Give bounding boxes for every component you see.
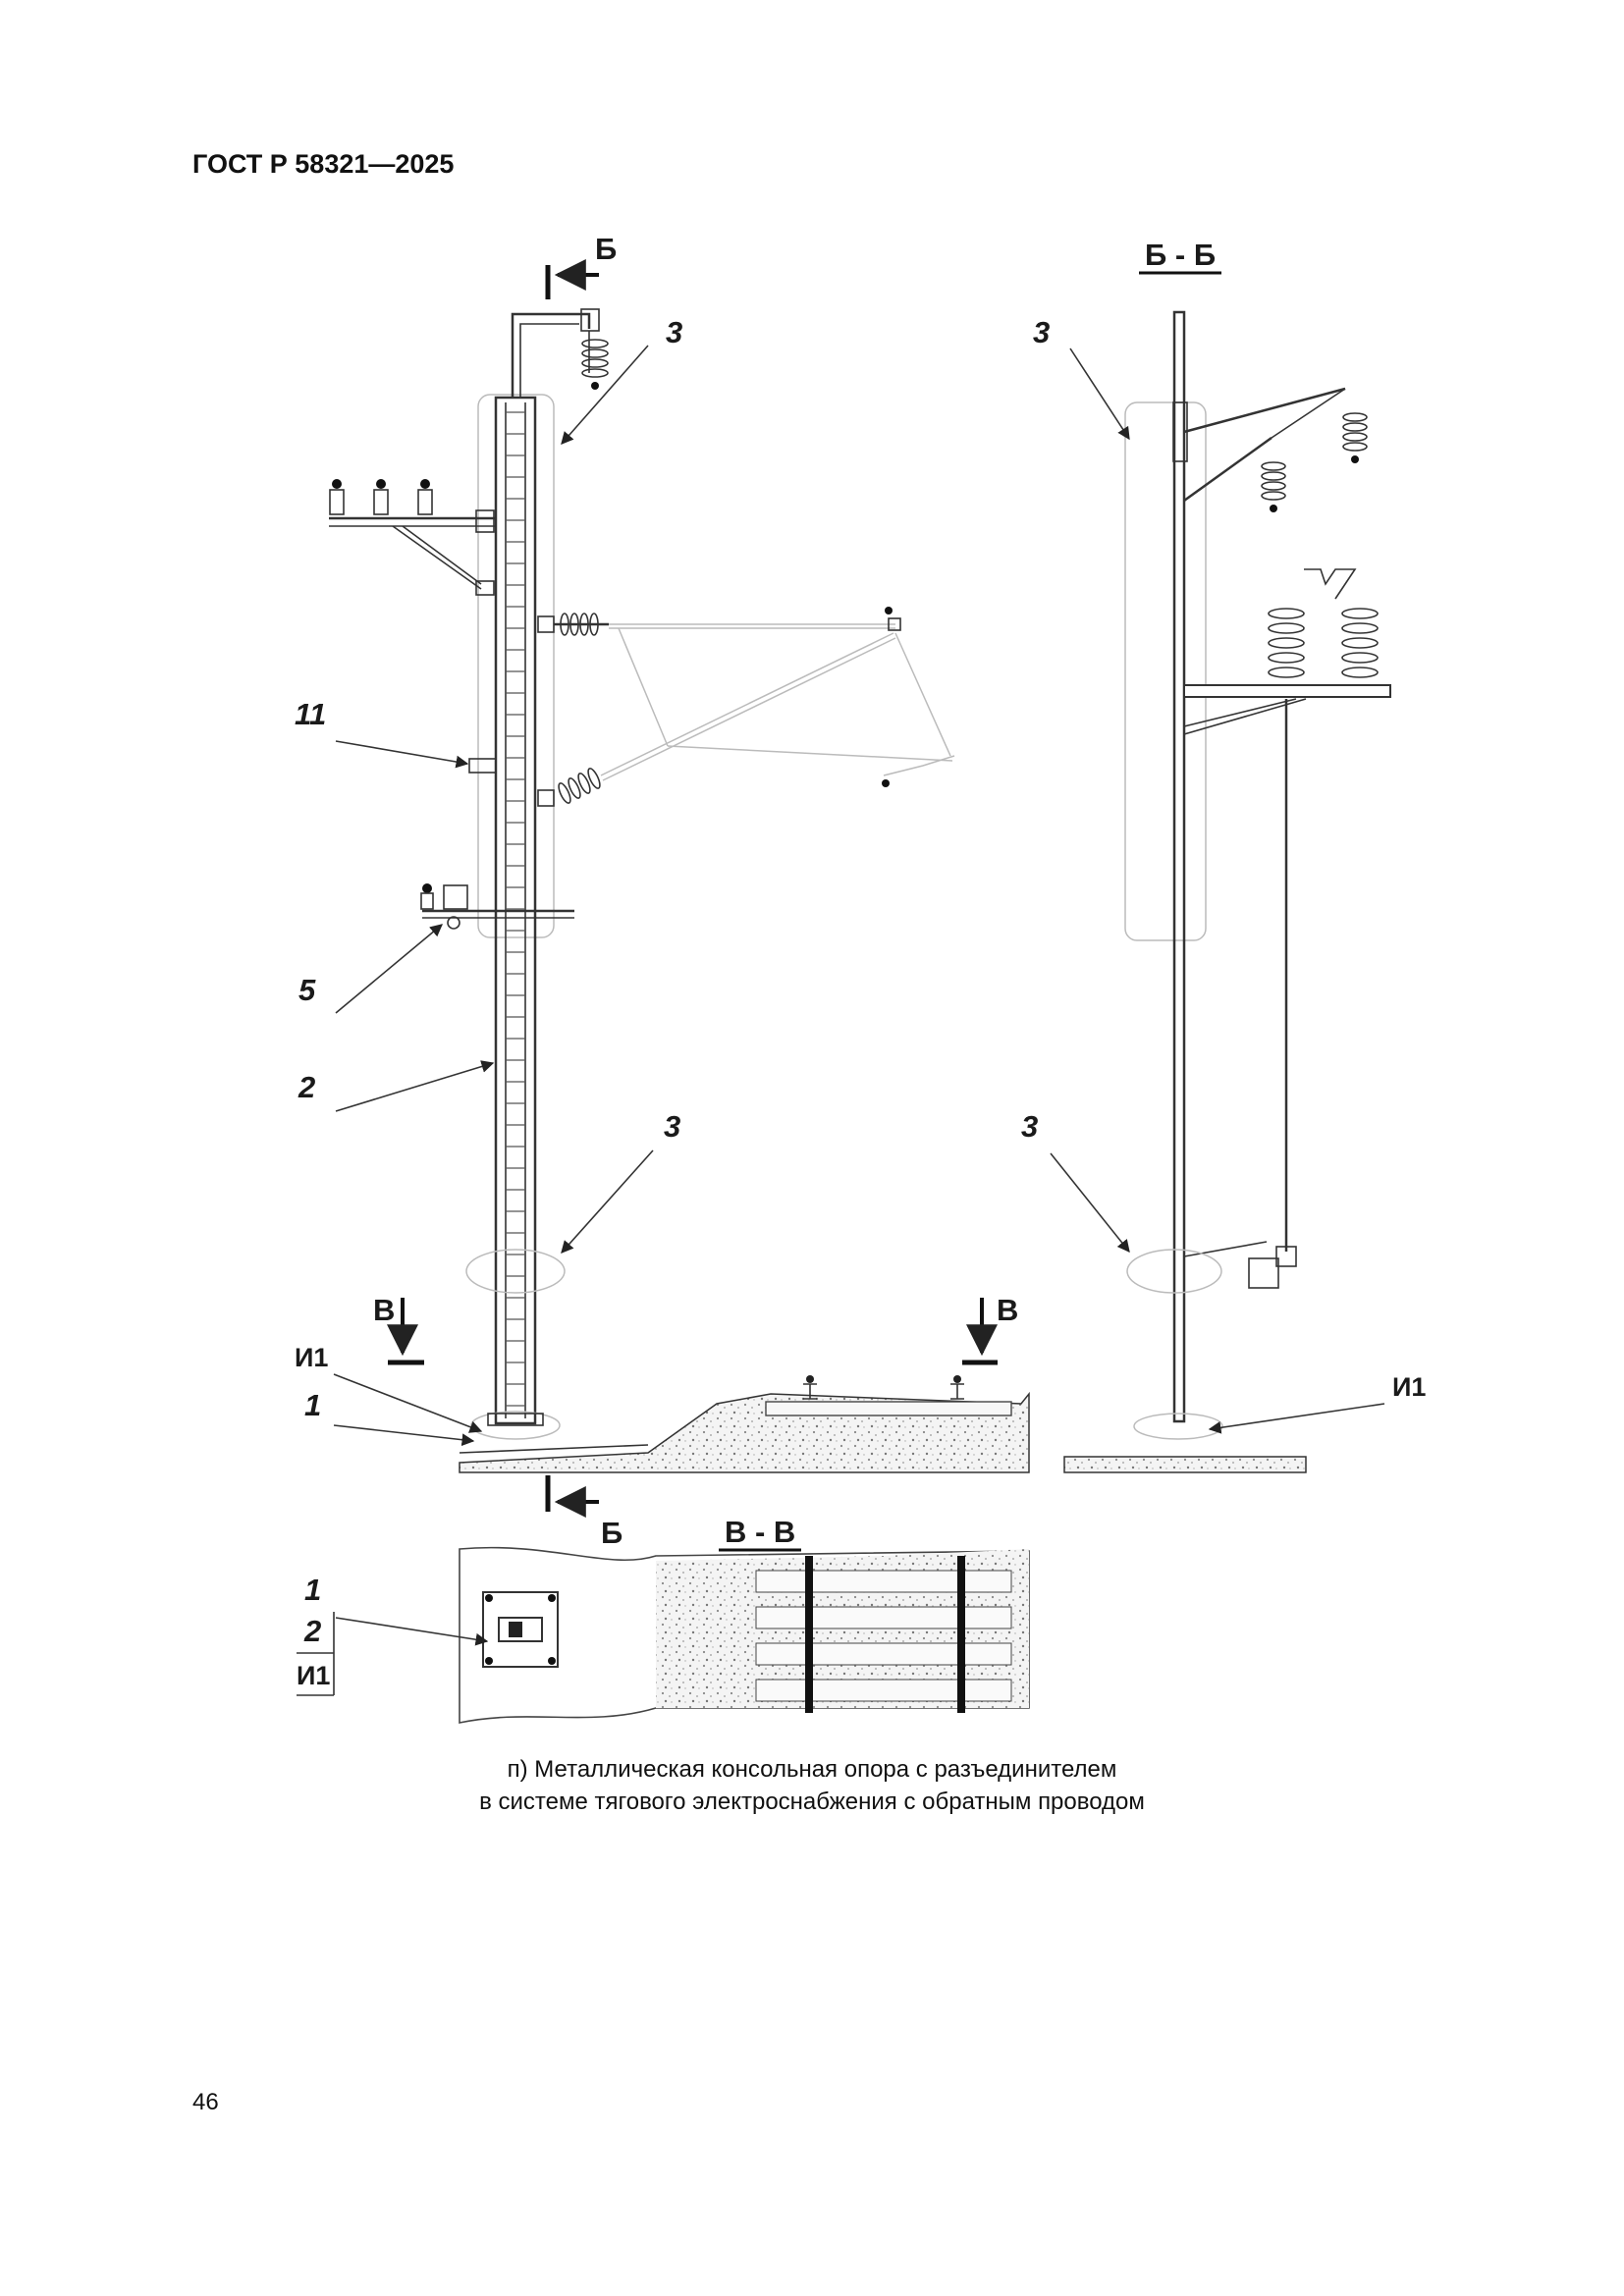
rail-left	[803, 1375, 817, 1400]
rail-right	[950, 1375, 964, 1400]
foundation-plan	[482, 1591, 559, 1668]
label-3-a: 3	[666, 315, 682, 349]
label-11: 11	[295, 697, 326, 731]
label-5: 5	[298, 973, 316, 1007]
section-mark-v-left: В	[373, 1293, 424, 1365]
rail-right-plan	[957, 1556, 965, 1713]
document-header: ГОСТ Р 58321—2025	[192, 149, 455, 179]
label-2: 2	[298, 1070, 315, 1104]
insulator-pair-top	[1261, 412, 1368, 512]
sleepers-plan	[755, 1570, 1012, 1702]
sleeper	[765, 1401, 1012, 1416]
left-view	[329, 308, 1030, 1473]
label-i1-left: И1	[295, 1343, 328, 1372]
svg-text:Б: Б	[595, 232, 617, 266]
pole-lattice	[506, 411, 525, 1407]
section-mark-b-top: Б	[545, 232, 617, 299]
fragment-outline	[477, 394, 555, 938]
section-title-bb: Б - Б	[1145, 238, 1216, 272]
page-number: 46	[192, 2089, 219, 2115]
label-1-plan: 1	[304, 1573, 321, 1607]
label-i1-right: И1	[1392, 1372, 1426, 1402]
label-3-d: 3	[1021, 1109, 1038, 1144]
insulator-top	[581, 339, 609, 390]
label-1-left: 1	[304, 1388, 321, 1422]
caption-line-2: в системе тягового электроснабжения с об…	[479, 1789, 1145, 1815]
disconnector-bracket	[420, 883, 574, 930]
rail-left-plan	[805, 1556, 813, 1713]
pole-side	[1172, 310, 1186, 1423]
caption-line-1: п) Металлическая консольная опора с разъ…	[507, 1756, 1117, 1783]
bottom-plan-view	[459, 1546, 1030, 1724]
label-3-c: 3	[664, 1109, 680, 1144]
section-title-vv: В - В	[725, 1515, 795, 1549]
svg-text:В: В	[373, 1293, 395, 1327]
svg-text:В: В	[997, 1293, 1018, 1327]
section-mark-v-right: В	[962, 1293, 1018, 1365]
bracket-11	[468, 758, 497, 774]
cantilever	[537, 607, 955, 807]
figure-caption: п) Металлическая консольная опора с разъ…	[0, 1753, 1624, 1818]
disconnector	[1183, 568, 1391, 1289]
ground-right	[1063, 1456, 1307, 1473]
svg-text:Б: Б	[601, 1516, 623, 1550]
right-view	[1063, 310, 1391, 1473]
section-mark-b-bottom: Б	[545, 1475, 623, 1550]
leader-lines	[297, 345, 1385, 1696]
pole-base	[487, 1413, 544, 1426]
label-2-plan: 2	[303, 1614, 321, 1648]
fragment-ellipse	[465, 1249, 566, 1294]
label-i1-plan: И1	[297, 1661, 330, 1690]
traverse-insulators	[329, 479, 496, 596]
label-3-b: 3	[1033, 315, 1050, 349]
